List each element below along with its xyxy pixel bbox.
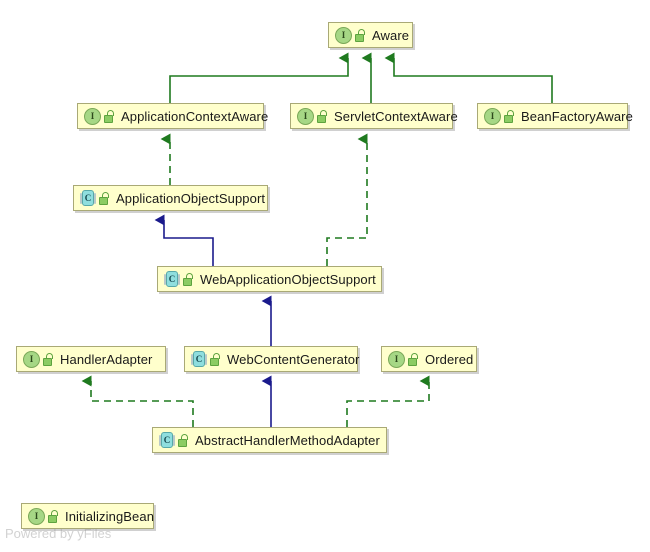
public-lock-icon — [355, 28, 366, 42]
public-lock-icon — [48, 509, 59, 523]
node-label: ApplicationContextAware — [121, 108, 269, 124]
interface-icon: I — [297, 107, 314, 125]
node-servletcontextaware[interactable]: I ServletContextAware — [290, 103, 458, 129]
node-label: Ordered — [425, 351, 474, 367]
node-glyphs: I — [23, 350, 54, 368]
interface-icon: I — [484, 107, 501, 125]
public-lock-icon — [408, 352, 419, 366]
interface-icon: I — [84, 107, 101, 125]
node-glyphs: C — [164, 271, 194, 287]
node-glyphs: I — [335, 26, 366, 44]
node-glyphs: C — [80, 190, 110, 206]
node-label: InitializingBean — [65, 508, 155, 524]
node-aware[interactable]: I Aware — [328, 22, 413, 48]
node-label: AbstractHandlerMethodAdapter — [195, 432, 380, 448]
node-applicationobjectsupport[interactable]: C ApplicationObjectSupport — [73, 185, 268, 211]
node-abstracthandlermethodadapter[interactable]: C AbstractHandlerMethodAdapter — [152, 427, 387, 453]
node-webcontentgenerator[interactable]: C WebContentGenerator — [184, 346, 360, 372]
node-handleradapter[interactable]: I HandlerAdapter — [16, 346, 166, 372]
node-beanfactoryaware[interactable]: I BeanFactoryAware — [477, 103, 633, 129]
edge-webapplicationobjectsupport-to-applicationobjectsupport — [154, 214, 214, 266]
public-lock-icon — [504, 109, 515, 123]
node-glyphs: I — [388, 350, 419, 368]
node-label: WebApplicationObjectSupport — [200, 271, 376, 287]
interface-icon: I — [23, 350, 40, 368]
node-label: ApplicationObjectSupport — [116, 190, 266, 206]
node-glyphs: I — [84, 107, 115, 125]
class-icon: C — [164, 271, 180, 287]
public-lock-icon — [317, 109, 328, 123]
interface-icon: I — [388, 350, 405, 368]
node-label: ServletContextAware — [334, 108, 458, 124]
edge-webapplicationobjectsupport-to-servletcontextaware — [326, 133, 368, 266]
node-ordered[interactable]: I Ordered — [381, 346, 477, 372]
yfiles-watermark: Powered by yFiles — [5, 526, 112, 541]
edge-applicationcontextaware-to-aware — [169, 52, 349, 103]
node-applicationcontextaware[interactable]: I ApplicationContextAware — [77, 103, 268, 129]
node-initializingbean[interactable]: I InitializingBean — [21, 503, 154, 529]
class-icon: C — [80, 190, 96, 206]
edge-abstracthandlermethodadapter-to-handleradapter — [81, 375, 194, 427]
node-glyphs: C — [191, 351, 221, 367]
node-webapplicationobjectsupport[interactable]: C WebApplicationObjectSupport — [157, 266, 382, 292]
public-lock-icon — [183, 272, 194, 286]
node-label: WebContentGenerator — [227, 351, 360, 367]
node-label: BeanFactoryAware — [521, 108, 633, 124]
public-lock-icon — [104, 109, 115, 123]
public-lock-icon — [178, 433, 189, 447]
node-glyphs: I — [484, 107, 515, 125]
public-lock-icon — [210, 352, 221, 366]
node-label: Aware — [372, 27, 410, 43]
interface-icon: I — [28, 507, 45, 525]
public-lock-icon — [43, 352, 54, 366]
node-glyphs: I — [297, 107, 328, 125]
edge-abstracthandlermethodadapter-to-ordered — [346, 375, 430, 427]
edge-beanfactoryaware-to-aware — [384, 52, 553, 103]
node-label: HandlerAdapter — [60, 351, 153, 367]
class-icon: C — [159, 432, 175, 448]
node-glyphs: C — [159, 432, 189, 448]
node-glyphs: I — [28, 507, 59, 525]
interface-icon: I — [335, 26, 352, 44]
public-lock-icon — [99, 191, 110, 205]
class-icon: C — [191, 351, 207, 367]
